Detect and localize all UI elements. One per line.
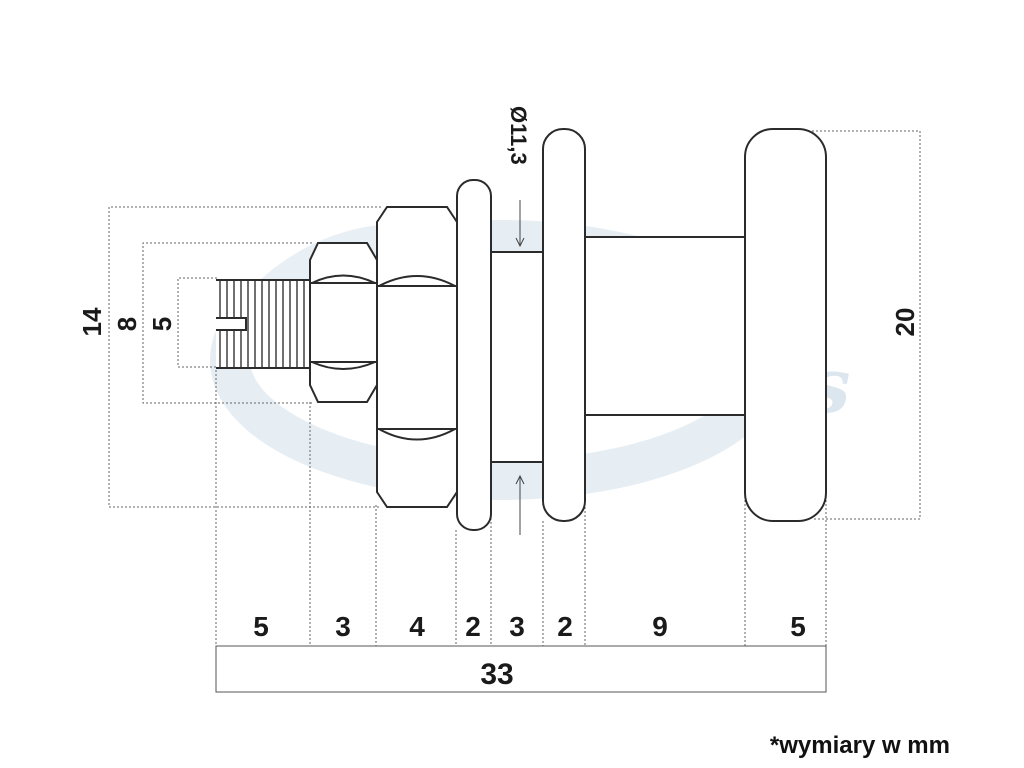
segment-label: 2 <box>557 611 573 642</box>
height-outer-nut: 14 <box>77 307 107 336</box>
dimension-bars <box>215 645 827 693</box>
screw-slot <box>216 317 247 331</box>
height-roller: 20 <box>890 308 920 337</box>
outer-nut <box>376 206 458 508</box>
segment-label: 3 <box>335 611 351 642</box>
segment-label: 5 <box>790 611 806 642</box>
total-length-label: 33 <box>480 658 513 691</box>
segment-label: 5 <box>253 611 269 642</box>
units-note: *wymiary w mm <box>769 732 950 759</box>
inner-nut <box>309 242 378 403</box>
dimension-guides <box>108 130 921 692</box>
dimension-labels: Ø11,3 14 8 5 20 5 3 4 2 3 2 9 5 33 <box>77 106 920 691</box>
flange <box>542 128 586 522</box>
neck <box>490 251 544 463</box>
threaded-stud <box>216 279 310 369</box>
segment-label: 2 <box>465 611 481 642</box>
wheel <box>744 128 827 522</box>
height-thread: 5 <box>147 317 177 331</box>
height-inner-nut: 8 <box>112 317 142 331</box>
diameter-arrows <box>515 200 525 535</box>
washer <box>456 179 492 531</box>
segment-label: 9 <box>652 611 668 642</box>
diameter-label: Ø11,3 <box>506 106 531 165</box>
segment-label: 3 <box>509 611 525 642</box>
segment-label: 4 <box>409 611 425 642</box>
axle <box>584 236 746 416</box>
roller-part <box>216 128 827 531</box>
